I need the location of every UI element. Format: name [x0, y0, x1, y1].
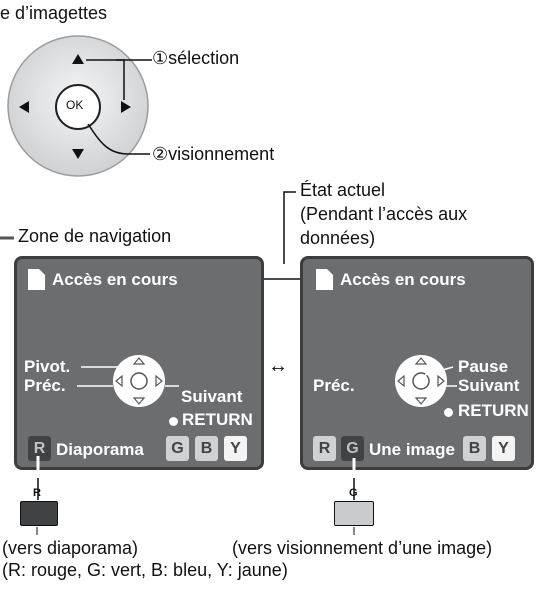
key-b: B — [195, 436, 218, 461]
down-triangle-icon — [414, 397, 428, 405]
up-triangle-icon — [132, 357, 146, 365]
center-ring-icon — [412, 372, 430, 390]
current-state-sub1: (Pendant l’accès aux — [300, 204, 468, 224]
down-arrow-icon — [72, 149, 84, 159]
header-title: e d’imagettes — [0, 3, 108, 23]
return-dot-icon — [169, 417, 178, 426]
remote-dpad-diagram — [7, 35, 152, 177]
screen-right: Accès en cours Pause Préc. Suivant RETUR… — [300, 256, 534, 470]
status-text: Accès en cours — [340, 270, 466, 289]
current-state-sub2: données) — [300, 228, 376, 248]
wheel-callouts — [77, 366, 179, 387]
screen-left: Accès en cours Pivot. Préc. Suivant RETU… — [14, 256, 264, 470]
label-prev: Préc. — [24, 376, 66, 395]
key-b: B — [463, 436, 486, 461]
wheel-callouts — [424, 366, 457, 387]
left-triangle-icon — [397, 374, 405, 388]
swatch-r-letter: R — [33, 487, 41, 499]
colors-line: (R: rouge, G: vert, B: bleu, Y: jaune) — [2, 560, 288, 580]
label-next: Suivant — [181, 387, 243, 406]
note-slideshow: (vers diaporama) — [2, 538, 139, 558]
left-arrow-icon — [19, 101, 29, 113]
up-arrow-icon — [72, 54, 84, 64]
label-pause: Pause — [458, 357, 509, 376]
label-return: RETURN — [182, 410, 253, 429]
return-dot-icon — [444, 408, 453, 417]
callout-select: ①sélection — [152, 48, 240, 68]
key-g: G — [166, 436, 189, 461]
key-r: R — [28, 436, 51, 461]
swatch-g-letter: G — [349, 487, 358, 499]
right-triangle-icon — [437, 374, 445, 388]
nav-wheel — [395, 355, 447, 407]
left-triangle-icon — [115, 374, 123, 388]
up-triangle-icon — [414, 357, 428, 365]
right-triangle-icon — [155, 374, 163, 388]
key-g-label: Une image — [369, 440, 455, 459]
label-next: Suivant — [458, 376, 520, 395]
callout-view: ②visionnement — [152, 144, 275, 164]
switch-arrow-icon: ↔ — [268, 355, 288, 377]
right-arrow-icon — [121, 101, 131, 113]
ok-button-circle — [55, 84, 101, 130]
nav-zone-label: Zone de navigation — [18, 226, 172, 246]
key-r: R — [313, 436, 336, 461]
label-pivot: Pivot. — [24, 357, 71, 376]
key-y: Y — [492, 436, 515, 461]
note-single: (vers visionnement d’une image) — [232, 538, 493, 558]
ok-button-label: OK — [66, 98, 84, 112]
swatch-dark — [20, 501, 58, 526]
down-triangle-icon — [132, 397, 146, 405]
key-g: G — [341, 436, 364, 461]
label-return: RETURN — [458, 401, 529, 420]
label-prev: Préc. — [313, 376, 355, 395]
document-icon — [28, 269, 45, 290]
document-icon — [316, 269, 333, 290]
nav-wheel — [113, 355, 165, 407]
center-ring-icon — [130, 372, 148, 390]
key-y: Y — [224, 436, 247, 461]
swatch-light — [334, 501, 374, 526]
status-text: Accès en cours — [52, 270, 178, 289]
current-state-label: État actuel — [300, 180, 386, 200]
key-r-label: Diaporama — [56, 440, 144, 459]
